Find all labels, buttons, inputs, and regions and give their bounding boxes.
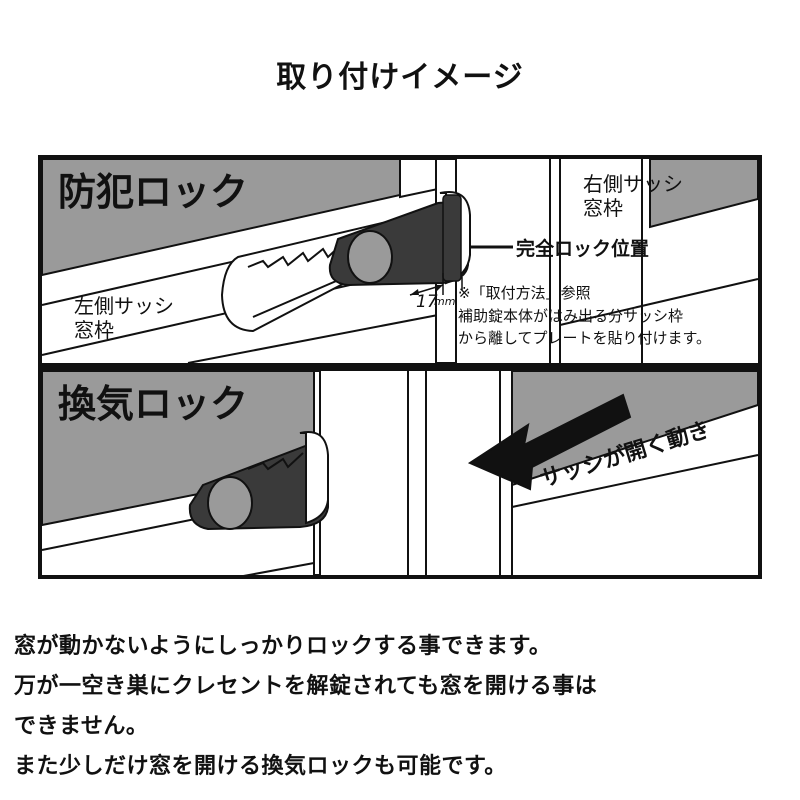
heading-security-lock: 防犯ロック [58, 170, 248, 214]
installation-diagram: 防犯ロック 左側サッシ 窓枠 右側サッシ 窓枠 完全ロック位置 17 mm ※「… [38, 155, 762, 579]
dimension-value: 17 [416, 292, 438, 312]
page-title: 取り付けイメージ [276, 60, 524, 95]
heading-ventilation-lock: 換気ロック [58, 382, 248, 426]
description-line-3: できません。 [14, 714, 149, 739]
panel-ventilation-lock: 換気ロック サッシが開く動き [38, 367, 762, 579]
description-line-2: 万が一空き巣にクレセントを解錠されても窓を開ける事は [14, 674, 598, 699]
right-sash-glass [649, 158, 759, 229]
right-sash-label-line2: 窓枠 [583, 196, 623, 220]
note-line1: 補助錠本体がはみ出る分サッシ枠 [458, 307, 683, 325]
description-line-4: また少しだけ窓を開ける換気ロックも可能です。 [14, 754, 507, 779]
dimension-unit: mm [434, 295, 455, 308]
dimension-marker: 17 mm [409, 273, 455, 312]
note-title: ※「取付方法」参照 [458, 284, 591, 302]
lock-body-bottom [188, 431, 329, 531]
left-sash-label-line2: 窓枠 [74, 318, 114, 342]
note-line2: から離してプレートを貼り付けます。 [458, 329, 711, 347]
left-sash-label-line1: 左側サッシ [74, 294, 174, 318]
lock-body [328, 191, 471, 287]
lock-position-label: 完全ロック位置 [516, 237, 649, 260]
right-sash-label-line1: 右側サッシ [583, 172, 683, 196]
panel-security-lock: 防犯ロック 左側サッシ 窓枠 右側サッシ 窓枠 完全ロック位置 17 mm ※「… [38, 155, 762, 367]
description-line-1: 窓が動かないようにしっかりロックする事できます。 [14, 634, 552, 659]
